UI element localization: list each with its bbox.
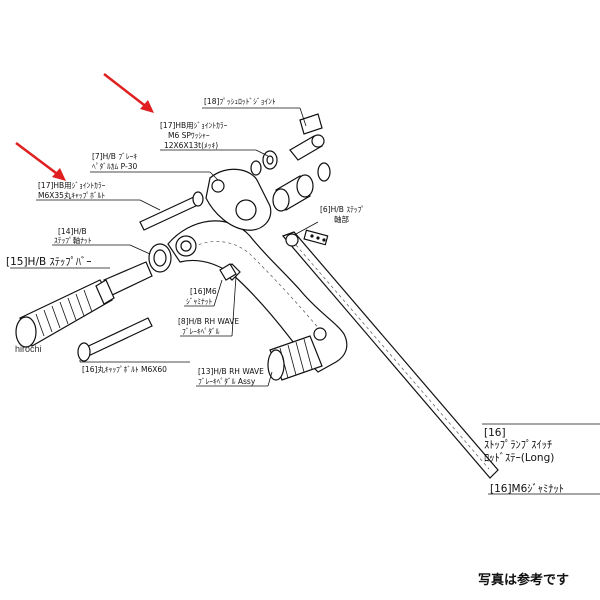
cap-bolt-m6x60	[77, 317, 153, 362]
label-brake-pedal: [8]H/B RH WAVE ﾌﾞﾚｰｷﾍﾟﾀﾞﾙ	[178, 317, 239, 336]
red-arrow-upper	[103, 73, 154, 113]
label-step-bar: [15]H/B ｽﾃｯﾌﾟﾊﾞｰ	[6, 256, 92, 268]
svg-text:ｽﾄｯﾌﾟﾗﾝﾌﾟｽｲｯﾁ: ｽﾄｯﾌﾟﾗﾝﾌﾟｽｲｯﾁ	[484, 439, 552, 451]
svg-text:[8]H/B RH WAVE: [8]H/B RH WAVE	[178, 317, 239, 326]
svg-text:ﾌﾞﾚｰｷﾍﾟﾀﾞﾙ Assy: ﾌﾞﾚｰｷﾍﾟﾀﾞﾙ Assy	[198, 377, 256, 386]
svg-text:軸部: 軸部	[334, 214, 349, 224]
leader-lines	[10, 107, 600, 495]
label-brake-pedal-cam: [7]H/B ﾌﾞﾚｰｷ ﾍﾟﾀﾞﾙｶﾑ P-30	[92, 152, 137, 171]
svg-text:12X6X13t(ﾒｯｷ): 12X6X13t(ﾒｯｷ)	[164, 141, 218, 150]
red-arrow-lower	[15, 142, 66, 181]
label-jam-nut-m6: [16]M6ｼﾞｬﾐﾅｯﾄ	[490, 483, 564, 495]
step-bar-knurl	[35, 289, 93, 337]
svg-text:ﾌﾞﾚｰｷﾍﾟﾀﾞﾙ: ﾌﾞﾚｰｷﾍﾟﾀﾞﾙ	[182, 327, 220, 336]
svg-text:ｼﾞｬﾐﾅｯﾄ: ｼﾞｬﾐﾅｯﾄ	[186, 297, 212, 306]
label-brake-pedal-assy: [13]H/B RH WAVE ﾌﾞﾚｰｷﾍﾟﾀﾞﾙ Assy	[198, 367, 264, 386]
label-step-shaft: [6]H/B ｽﾃｯﾌﾟ 軸部	[320, 205, 365, 224]
label-joint-collar-upper: [17]HB用ｼﾞｮｲﾝﾄｶﾗｰ M6 SPﾜｯｼｬｰ 12X6X13t(ﾒｯｷ…	[160, 121, 228, 150]
step-shaft-nut	[148, 243, 172, 273]
step-bar	[15, 261, 153, 348]
svg-text:[16]: [16]	[484, 427, 506, 439]
svg-text:[6]H/B ｽﾃｯﾌﾟ: [6]H/B ｽﾃｯﾌﾟ	[320, 205, 365, 214]
label-step-shaft-nut: [14]H/B ｽﾃｯﾌﾟ軸ﾅｯﾄ	[54, 227, 92, 245]
cap-bolt-m6x35	[139, 191, 204, 231]
svg-text:[14]H/B: [14]H/B	[58, 227, 87, 236]
reference-note: 写真は参考です	[478, 572, 569, 588]
joint-collar-stack	[250, 113, 331, 212]
svg-text:ｽﾃｯﾌﾟ軸ﾅｯﾄ: ｽﾃｯﾌﾟ軸ﾅｯﾄ	[54, 235, 92, 245]
svg-text:[16]M6: [16]M6	[190, 287, 217, 296]
svg-text:[13]H/B RH WAVE: [13]H/B RH WAVE	[198, 367, 264, 376]
rod-stay-long	[281, 229, 499, 479]
watermark: hirochi	[15, 344, 42, 354]
label-cap-bolt-m6x60: [16]丸ｷｬｯﾌﾟﾎﾞﾙﾄ M6X60	[82, 364, 167, 374]
label-push-rod-joint: [18]ﾌﾟｯｼｭﾛｯﾄﾞｼﾞｮｲﾝﾄ	[204, 97, 276, 106]
svg-text:[17]HB用ｼﾞｮｲﾝﾄｶﾗｰ: [17]HB用ｼﾞｮｲﾝﾄｶﾗｰ	[38, 181, 106, 190]
label-stop-lamp-rod-stay: [16] ｽﾄｯﾌﾟﾗﾝﾌﾟｽｲｯﾁ ﾛｯﾄﾞｽﾃｰ(Long)	[484, 427, 554, 464]
svg-text:M6 SPﾜｯｼｬｰ: M6 SPﾜｯｼｬｰ	[168, 131, 210, 140]
pedal-cam-plate	[205, 168, 272, 231]
svg-text:ﾛｯﾄﾞｽﾃｰ(Long): ﾛｯﾄﾞｽﾃｰ(Long)	[484, 452, 554, 464]
jam-nut-m6-small	[219, 263, 237, 281]
label-jam-nut-small: [16]M6 ｼﾞｬﾐﾅｯﾄ	[186, 287, 217, 306]
svg-text:[17]HB用ｼﾞｮｲﾝﾄｶﾗｰ: [17]HB用ｼﾞｮｲﾝﾄｶﾗｰ	[160, 121, 228, 130]
label-joint-collar-lower: [17]HB用ｼﾞｮｲﾝﾄｶﾗｰ M6X35丸ｷｬｯﾌﾟﾎﾞﾙﾄ	[38, 181, 106, 200]
svg-text:[7]H/B ﾌﾞﾚｰｷ: [7]H/B ﾌﾞﾚｰｷ	[92, 152, 137, 161]
svg-text:ﾍﾟﾀﾞﾙｶﾑ P-30: ﾍﾟﾀﾞﾙｶﾑ P-30	[92, 162, 137, 171]
svg-text:M6X35丸ｷｬｯﾌﾟﾎﾞﾙﾄ: M6X35丸ｷｬｯﾌﾟﾎﾞﾙﾄ	[38, 190, 105, 200]
